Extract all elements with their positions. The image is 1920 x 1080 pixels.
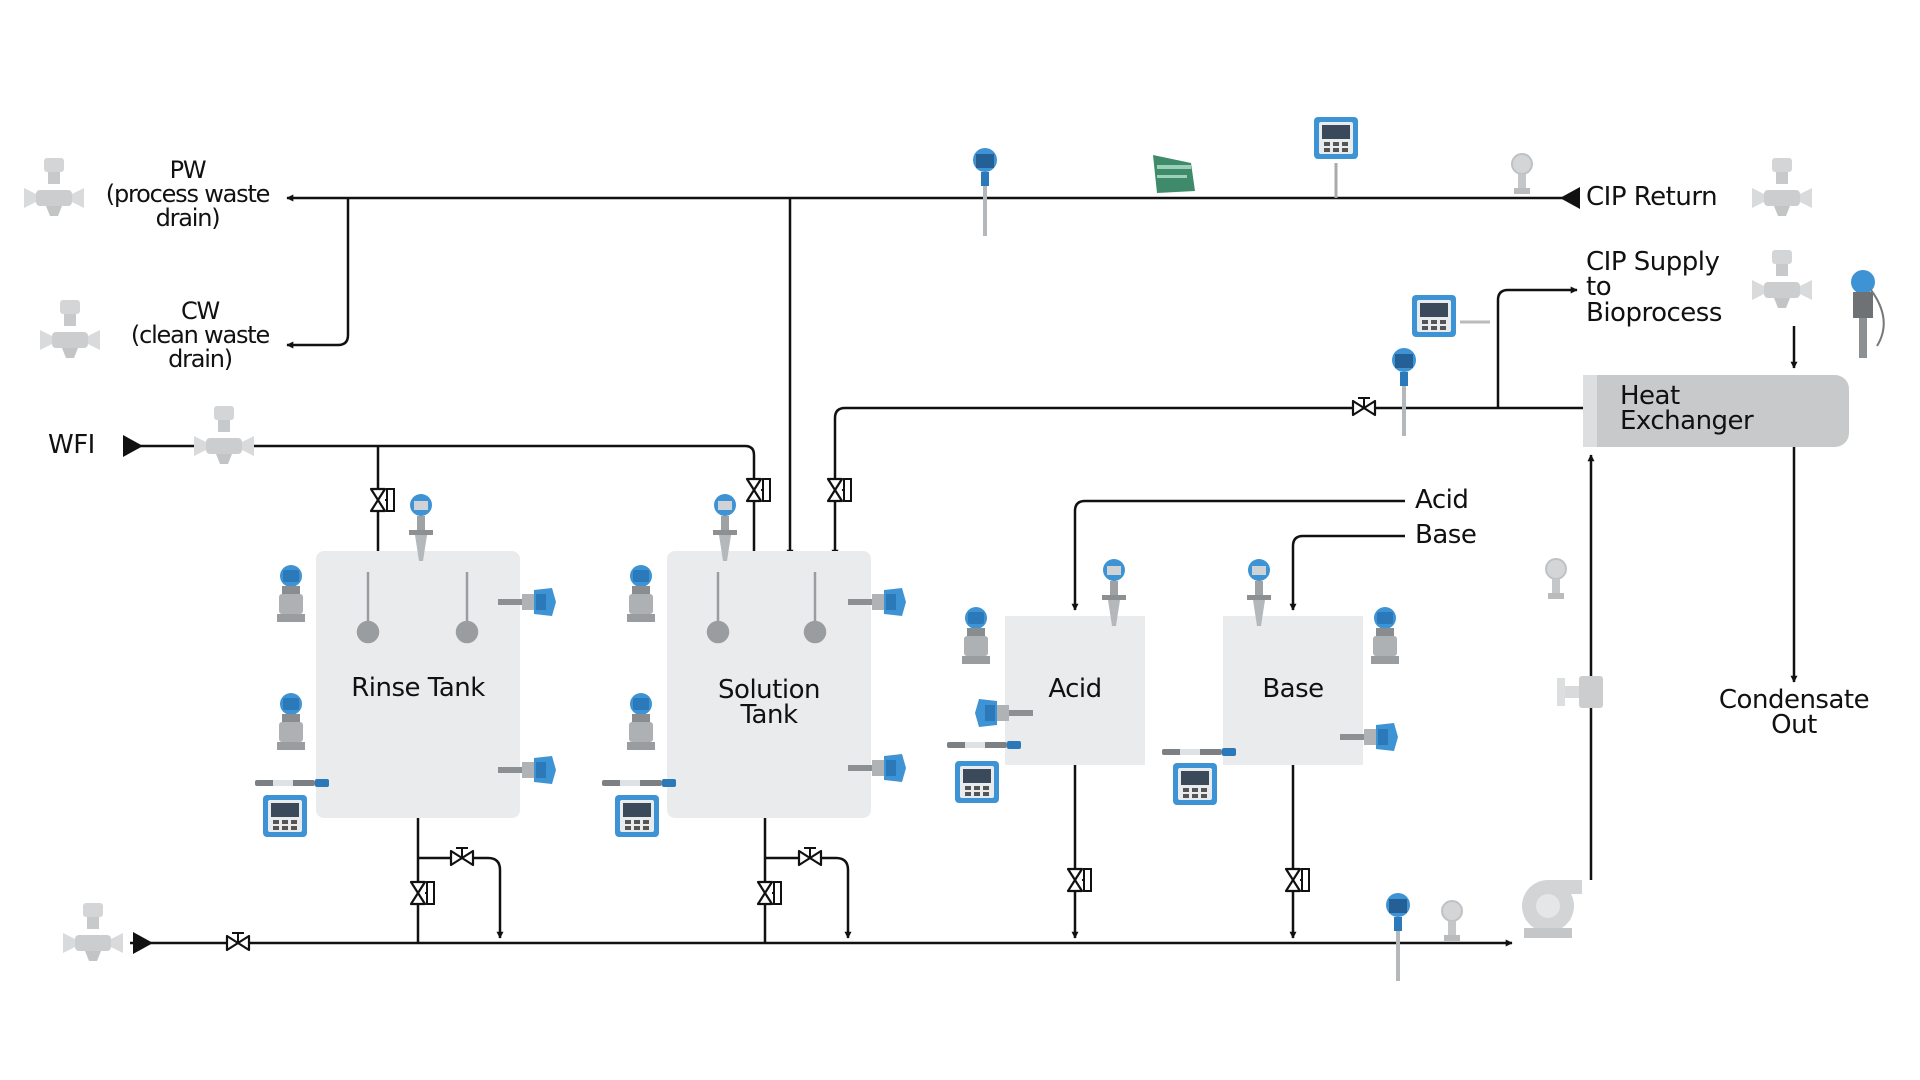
flow-meter-icon <box>1752 158 1812 216</box>
instruments <box>24 117 1885 981</box>
conductivity-sensor-icon <box>602 779 676 787</box>
cip-return-label: CIP Return <box>1586 182 1718 212</box>
valve-icon <box>826 477 853 503</box>
cw-label-line: (clean waste <box>130 321 270 349</box>
valve-icon <box>797 846 823 867</box>
flow-meter-icon <box>194 406 254 464</box>
process-lines <box>128 194 1798 947</box>
cw-label-line: drain) <box>168 345 233 373</box>
flow-meter-icon <box>1557 676 1603 708</box>
tanks <box>316 375 1849 938</box>
valve-icon <box>1066 867 1093 893</box>
acid-tank[interactable] <box>1005 616 1145 765</box>
transmitter-display-icon <box>263 795 307 837</box>
acid-feed-label: Acid <box>1415 485 1469 515</box>
flow-meter-icon <box>1752 250 1812 308</box>
base-tank-label: Base <box>1262 674 1324 704</box>
transmitter-display-icon <box>955 761 999 803</box>
inlet-markers <box>123 187 1580 954</box>
cw-label-line: CW <box>180 297 220 325</box>
transmitter-display-icon <box>615 795 659 837</box>
pump-icon[interactable] <box>1522 880 1582 938</box>
flow-meter-icon <box>63 903 123 961</box>
condensate-label: Condensate Out <box>1694 685 1894 741</box>
level-transmitter-icon <box>1102 559 1126 626</box>
condensate-line: Condensate <box>1718 685 1870 715</box>
pw-label: PW (process waste drain) <box>85 158 290 230</box>
conductivity-sensor-icon <box>947 741 1021 749</box>
temperature-transmitter-icon <box>1392 348 1416 436</box>
level-transmitter-icon <box>1247 559 1271 626</box>
pressure-transmitter-icon <box>627 565 655 622</box>
cip-supply-line: CIP Supply <box>1586 247 1720 277</box>
solution-tank-line: Tank <box>740 700 798 731</box>
base-tank[interactable] <box>1223 616 1363 765</box>
pressure-transmitter-icon <box>1441 900 1463 942</box>
valve-icon <box>369 487 396 513</box>
cip-supply-line: Bioprocess <box>1586 297 1722 328</box>
transmitter-display-icon <box>1314 117 1358 159</box>
cip-supply-label: CIP Supply to Bioprocess <box>1586 247 1722 328</box>
valve-icon <box>225 931 251 952</box>
temperature-transmitter-icon <box>1386 893 1410 981</box>
rinse-tank-label: Rinse Tank <box>351 673 485 703</box>
heat-exchanger-line: Exchanger <box>1620 405 1754 436</box>
valve-icon <box>745 477 772 503</box>
level-transmitter-icon <box>713 494 737 561</box>
pressure-transmitter-icon <box>962 607 990 664</box>
condensate-line: Out <box>1771 710 1817 741</box>
pressure-transmitter-icon <box>1511 153 1533 195</box>
acid-tank-label: Acid <box>1048 674 1102 704</box>
conductivity-sensor-icon <box>255 779 329 787</box>
level-transmitter-icon <box>409 494 433 561</box>
valve-icon <box>449 846 475 867</box>
valve-icon <box>756 880 783 906</box>
valve-icon <box>409 880 436 906</box>
wfi-label: WFI <box>48 430 95 460</box>
transmitter-display-icon <box>1173 763 1217 805</box>
flow-meter-icon <box>24 158 84 216</box>
conductivity-sensor-icon <box>1162 748 1236 756</box>
pressure-transmitter-icon <box>627 693 655 750</box>
base-feed-label: Base <box>1415 520 1477 550</box>
pressure-transmitter-icon <box>277 565 305 622</box>
pw-label-line: drain) <box>155 204 221 232</box>
controller-board-icon <box>1153 155 1195 193</box>
heat-exchanger-label: Heat Exchanger <box>1620 381 1754 436</box>
heat-exchanger-line: Heat <box>1620 381 1680 411</box>
flow-meter-icon <box>40 300 100 358</box>
heat-exchanger[interactable] <box>1583 375 1849 447</box>
solution-tank-line: Solution <box>718 675 820 705</box>
temperature-transmitter-icon <box>973 148 997 236</box>
pressure-transmitter-icon <box>1545 558 1567 600</box>
solution-tank-label: Solution Tank <box>667 675 871 731</box>
temperature-transmitter-icon <box>1851 270 1885 358</box>
cw-label: CW (clean waste drain) <box>100 299 300 371</box>
valve-icon <box>1284 867 1311 893</box>
pressure-transmitter-icon <box>1371 607 1399 664</box>
pw-label-line: (process waste <box>105 180 271 208</box>
pressure-transmitter-icon <box>277 693 305 750</box>
cip-supply-line: to <box>1586 272 1612 303</box>
pw-label-line: PW <box>169 156 207 184</box>
transmitter-display-icon <box>1412 295 1456 337</box>
valve-icon <box>1351 396 1377 417</box>
